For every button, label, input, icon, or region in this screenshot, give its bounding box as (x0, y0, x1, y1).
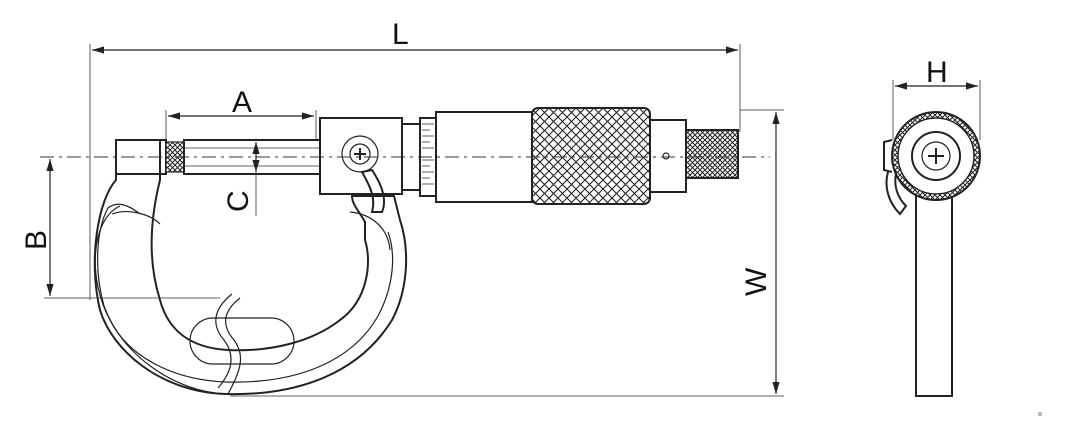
dimension-l-label: L (392, 18, 409, 51)
micrometer-side-view: L A C B W (20, 18, 784, 397)
frame (93, 139, 408, 396)
spindle-lock (319, 117, 403, 213)
ratchet-stop (649, 119, 739, 193)
dimension-c: C (222, 142, 260, 216)
micrometer-end-view: H (883, 56, 981, 397)
dimension-h: H (892, 56, 981, 140)
thimble (435, 107, 651, 205)
dimension-c-label: C (222, 190, 255, 212)
lock-screw-icon (354, 148, 366, 160)
dimension-h-label: H (926, 56, 948, 89)
dimension-w: W (230, 109, 784, 397)
dimension-l: L (89, 18, 741, 300)
dimension-a-label: A (232, 86, 252, 119)
dimension-w-label: W (740, 267, 773, 296)
dimension-a: A (165, 86, 317, 140)
sleeve-graduations (422, 123, 434, 185)
corner-mark (1038, 412, 1042, 416)
dimension-b: B (20, 159, 220, 299)
dimension-b-label: B (20, 230, 53, 250)
end-view-screw-icon (928, 148, 944, 164)
